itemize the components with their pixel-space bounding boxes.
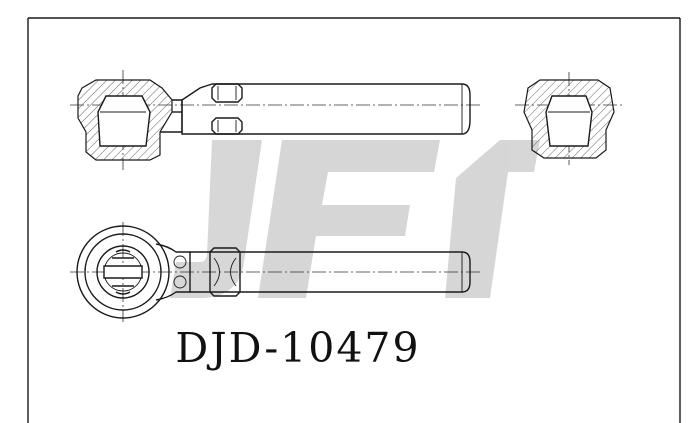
end-cavity (545, 95, 593, 147)
eye-inner-ring (96, 245, 150, 299)
plan-view (70, 222, 480, 322)
plan-shaft-outline (190, 251, 471, 293)
watermark-logo (170, 140, 540, 298)
eye-outer-ring (76, 225, 170, 319)
shaft-outline (181, 83, 471, 135)
wrench-flat-plan (209, 247, 241, 297)
ball-stud (103, 265, 143, 279)
wrench-flat-top (211, 83, 243, 103)
drawing-frame (27, 17, 681, 423)
part-number-label: DJD-10479 (175, 324, 421, 372)
end-view (515, 72, 625, 165)
wrench-flat-bottom (211, 117, 243, 135)
socket-cavity (97, 95, 151, 147)
side-view (70, 70, 480, 170)
